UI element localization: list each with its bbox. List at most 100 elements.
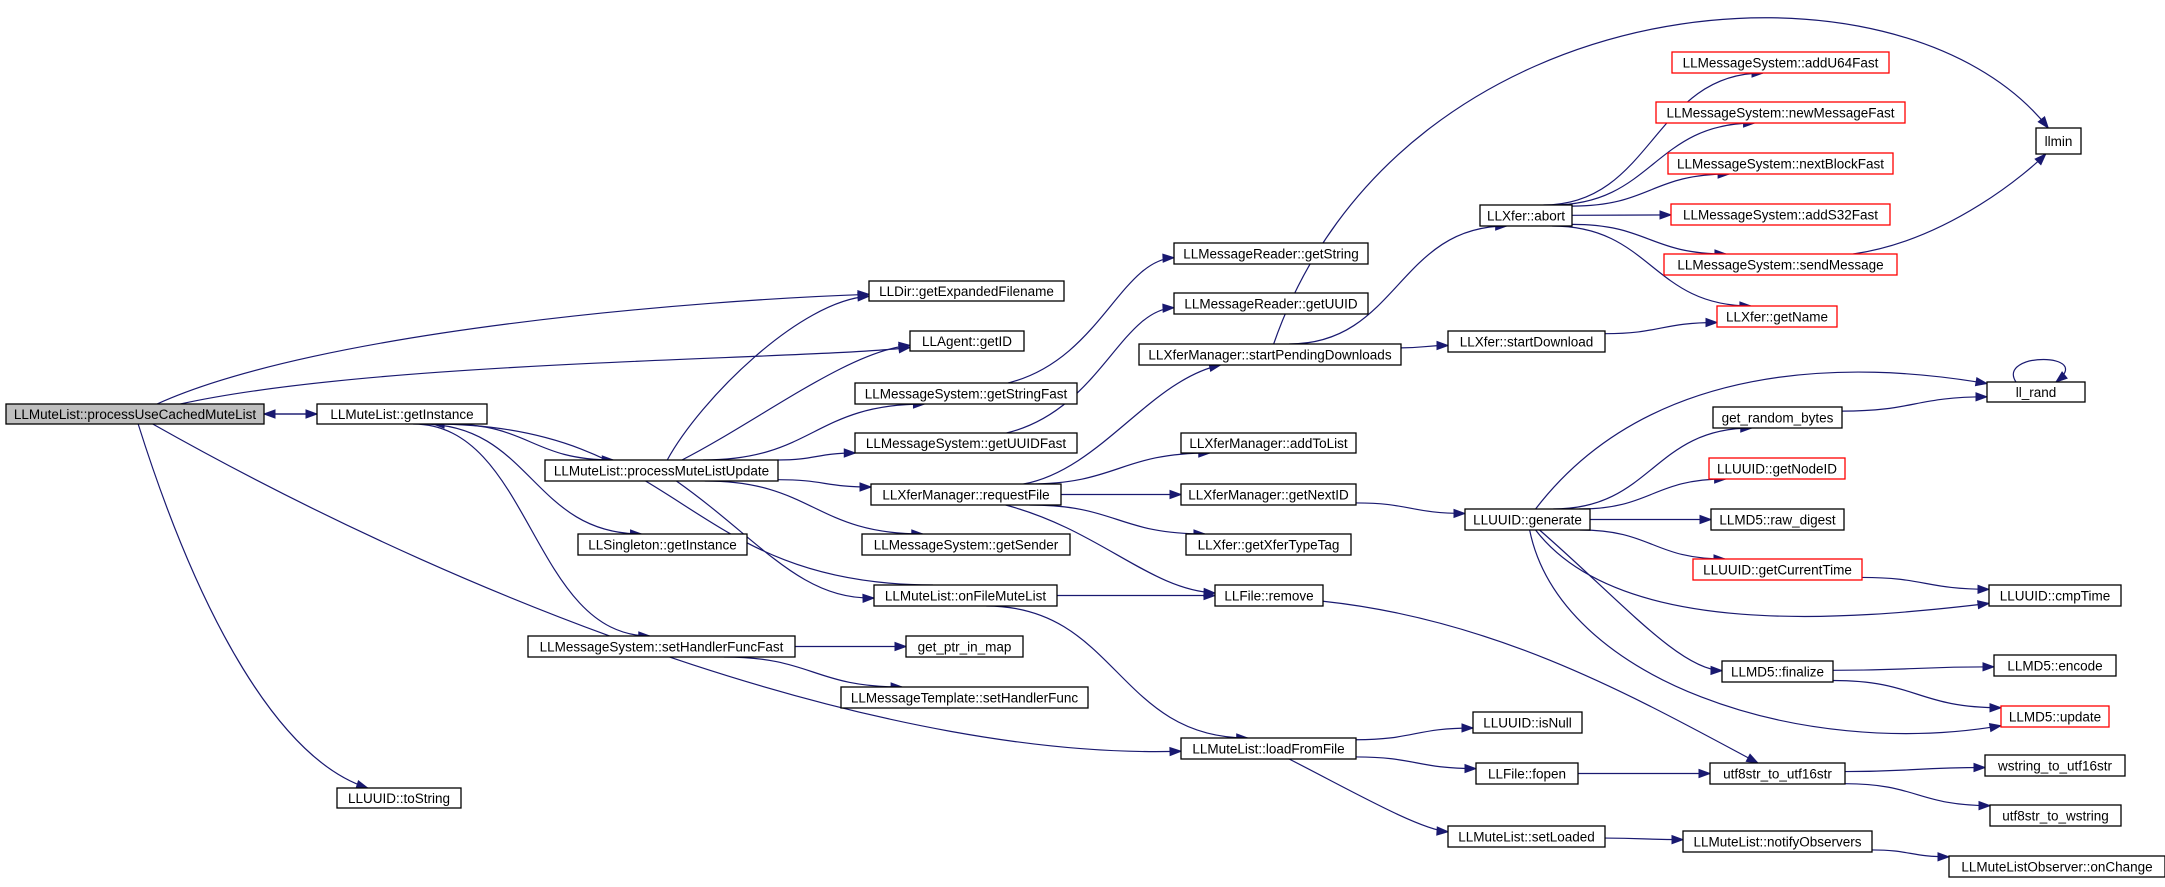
node-get-expanded-filename[interactable]: LLDir::getExpandedFilename — [868, 280, 1065, 302]
node-md5-finalize[interactable]: LLMD5::finalize — [1721, 660, 1834, 683]
node-label: LLMD5::raw_digest — [1719, 513, 1836, 528]
node-xfer-get-name[interactable]: LLXfer::getName — [1716, 305, 1838, 328]
node-is-null[interactable]: LLUUID::isNull — [1472, 711, 1583, 734]
node-box — [1214, 584, 1324, 607]
node-label: LLXferManager::getNextID — [1188, 488, 1349, 503]
node-box — [1475, 762, 1579, 785]
node-singleton-get-instance[interactable]: LLSingleton::getInstance — [577, 533, 748, 556]
node-start-download[interactable]: LLXfer::startDownload — [1447, 330, 1606, 353]
node-get-ptr-in-map[interactable]: get_ptr_in_map — [905, 635, 1024, 658]
node-label: LLMessageSystem::getStringFast — [865, 387, 1068, 402]
node-load-from-file[interactable]: LLMuteList::loadFromFile — [1180, 737, 1357, 760]
node-uuid-generate[interactable]: LLUUID::generate — [1464, 508, 1591, 531]
node-box — [868, 280, 1065, 302]
node-process-mute-list-update[interactable]: LLMuteList::processMuteListUpdate — [544, 459, 779, 482]
node-label: LLDir::getExpandedFilename — [879, 284, 1054, 299]
node-get-current-time[interactable]: LLUUID::getCurrentTime — [1692, 558, 1863, 581]
node-notify-observers[interactable]: LLMuteList::notifyObservers — [1682, 830, 1873, 853]
node-box — [1185, 533, 1352, 556]
edge-load-from-file-to-fopen — [1355, 756, 1478, 774]
node-box — [2035, 127, 2082, 155]
node-box — [5, 403, 265, 425]
node-label: llmin — [2045, 134, 2073, 149]
node-label: LLMessageTemplate::setHandlerFunc — [851, 691, 1079, 706]
node-label: LLMessageSystem::sendMessage — [1677, 258, 1883, 273]
edge-process-use-cached-mute-list-to-get-expanded-filename — [156, 289, 871, 405]
node-add-s32-fast[interactable]: LLMessageSystem::addS32Fast — [1670, 203, 1891, 226]
edge-xfer-abort-to-add-s32-fast — [1571, 210, 1673, 220]
node-box — [870, 483, 1062, 506]
node-get-uuidfast[interactable]: LLMessageSystem::getUUIDFast — [854, 432, 1078, 454]
node-wstring-to-utf16[interactable]: wstring_to_utf16str — [1984, 754, 2126, 777]
node-cmp-time[interactable]: LLUUID::cmpTime — [1988, 584, 2122, 607]
node-md5-encode[interactable]: LLMD5::encode — [1993, 654, 2117, 677]
node-box — [1447, 330, 1606, 353]
node-label: LLXferManager::requestFile — [882, 488, 1049, 503]
node-add-u64-fast[interactable]: LLMessageSystem::addU64Fast — [1671, 51, 1890, 74]
node-file-remove[interactable]: LLFile::remove — [1214, 584, 1324, 607]
node-reader-get-string[interactable]: LLMessageReader::getString — [1173, 242, 1369, 265]
node-reader-get-uuid[interactable]: LLMessageReader::getUUID — [1173, 292, 1369, 315]
node-label: LLUUID::generate — [1473, 513, 1582, 528]
node-box — [544, 459, 779, 482]
node-to-string[interactable]: LLUUID::toString — [336, 787, 462, 809]
node-box — [1479, 204, 1573, 227]
node-get-next-id[interactable]: LLXferManager::getNextID — [1180, 483, 1357, 506]
node-utf8-to-utf16[interactable]: utf8str_to_utf16str — [1709, 762, 1846, 785]
node-xfer-abort[interactable]: LLXfer::abort — [1479, 204, 1573, 227]
node-process-use-cached-mute-list[interactable]: LLMuteList::processUseCachedMuteList — [5, 403, 265, 425]
node-label: LLMessageSystem::addU64Fast — [1683, 56, 1879, 71]
node-on-change[interactable]: LLMuteListObserver::onChange — [1948, 855, 2165, 878]
edge-send-message-to-llmin — [1853, 152, 2047, 255]
node-next-block-fast[interactable]: LLMessageSystem::nextBlockFast — [1667, 152, 1894, 175]
node-get-instance[interactable]: LLMuteList::getInstance — [316, 403, 488, 425]
node-on-file-mute-list[interactable]: LLMuteList::onFileMuteList — [873, 584, 1058, 607]
edge-get-uuidfast-to-reader-get-uuid — [1006, 303, 1176, 434]
edge-request-file-to-get-next-id — [1061, 489, 1183, 500]
node-label: LLMuteList::getInstance — [330, 407, 473, 422]
node-new-message-fast[interactable]: LLMessageSystem::newMessageFast — [1655, 101, 1906, 124]
node-set-loaded[interactable]: LLMuteList::setLoaded — [1447, 825, 1606, 848]
node-ll-rand[interactable]: ll_rand — [1986, 381, 2086, 403]
node-utf8-to-wstring[interactable]: utf8str_to_wstring — [1989, 804, 2122, 827]
node-label: LLXfer::getName — [1726, 310, 1828, 325]
node-get-node-id[interactable]: LLUUID::getNodeID — [1708, 457, 1846, 480]
node-set-handler-func[interactable]: LLMessageTemplate::setHandlerFunc — [840, 686, 1089, 709]
node-get-xfer-type-tag[interactable]: LLXfer::getXferTypeTag — [1185, 533, 1352, 556]
node-box — [1667, 152, 1894, 175]
node-send-message[interactable]: LLMessageSystem::sendMessage — [1663, 253, 1898, 276]
node-get-string-fast[interactable]: LLMessageSystem::getStringFast — [854, 382, 1078, 405]
edge-xfer-abort-to-next-block-fast — [1571, 169, 1731, 207]
node-box — [905, 635, 1024, 658]
node-label: LLMessageSystem::newMessageFast — [1666, 106, 1894, 121]
node-label: wstring_to_utf16str — [1997, 759, 2113, 774]
node-fopen[interactable]: LLFile::fopen — [1475, 762, 1579, 785]
node-add-to-list[interactable]: LLXferManager::addToList — [1180, 432, 1357, 454]
edge-process-mute-list-update-to-get-expanded-filename — [666, 292, 871, 461]
edge-process-mute-list-update-to-request-file — [777, 479, 873, 492]
node-start-pending-downloads[interactable]: LLXferManager::startPendingDownloads — [1138, 343, 1402, 366]
node-agent-get-id[interactable]: LLAgent::getID — [909, 330, 1025, 352]
node-box — [1716, 305, 1838, 328]
node-label: LLUUID::cmpTime — [2000, 589, 2111, 604]
edge-uuid-generate-to-get-current-time — [1579, 529, 1727, 564]
edge-request-file-to-add-to-list — [1027, 448, 1212, 485]
node-set-handler-func-fast[interactable]: LLMessageSystem::setHandlerFuncFast — [527, 635, 796, 658]
node-llmin[interactable]: llmin — [2035, 127, 2082, 155]
node-label: LLMD5::encode — [2007, 659, 2102, 674]
node-label: LLSingleton::getInstance — [588, 538, 737, 553]
node-get-sender[interactable]: LLMessageSystem::getSender — [861, 533, 1071, 556]
node-get-random-bytes[interactable]: get_random_bytes — [1712, 406, 1843, 429]
node-request-file[interactable]: LLXferManager::requestFile — [870, 483, 1062, 506]
node-label: LLMessageSystem::getUUIDFast — [866, 436, 1067, 451]
edge-set-loaded-to-notify-observers — [1604, 834, 1685, 845]
node-md5-update[interactable]: LLMD5::update — [2000, 705, 2110, 728]
edge-start-pending-downloads-to-xfer-abort — [1289, 221, 1509, 345]
node-raw-digest[interactable]: LLMD5::raw_digest — [1710, 508, 1845, 531]
node-label: utf8str_to_utf16str — [1723, 767, 1832, 782]
node-box — [1180, 737, 1357, 760]
edge-get-string-fast-to-reader-get-string — [1007, 253, 1176, 384]
edge-md5-finalize-to-md5-update — [1832, 679, 2003, 713]
edge-process-use-cached-mute-list-to-agent-get-id — [180, 344, 912, 405]
node-label: LLXferManager::startPendingDownloads — [1148, 348, 1391, 363]
